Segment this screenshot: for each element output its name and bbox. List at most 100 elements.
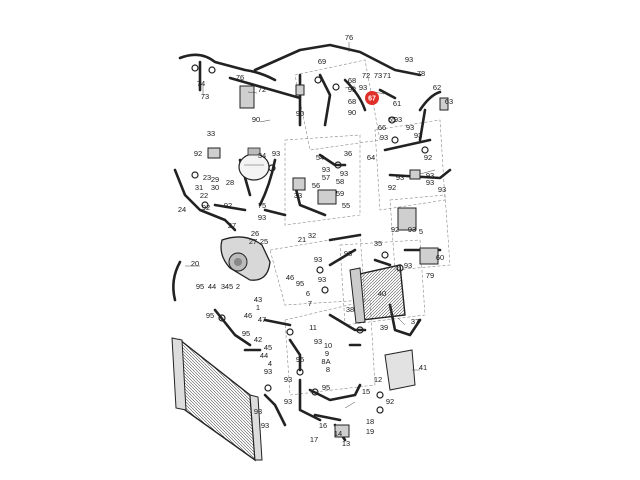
callout-label-c38: 38	[346, 305, 354, 314]
callout-label-c95a: 95	[196, 282, 204, 291]
callout-label-c32: 32	[308, 231, 316, 240]
callout-label-c58: 58	[336, 177, 344, 186]
callout-label-c30: 30	[211, 183, 219, 192]
callout-label-c17: 17	[310, 435, 318, 444]
callout-label-c93j: 93	[258, 213, 266, 222]
callout-label-c93c: 93	[359, 83, 367, 92]
callout-label-c9: 9	[325, 349, 329, 358]
callout-label-c73a: 73	[201, 92, 209, 101]
callout-label-c22: 22	[200, 191, 208, 200]
callout-label-c8: 8	[326, 365, 330, 374]
callout-label-c19: 19	[366, 427, 374, 436]
callout-label-c27b: 27	[249, 237, 257, 246]
callout-label-c93b: 93	[348, 85, 356, 94]
callout-label-c2: 2	[236, 282, 240, 291]
callout-label-c92c: 92	[224, 201, 232, 210]
callout-label-c93t: 93	[318, 275, 326, 284]
callout-label-c95e: 95	[296, 279, 304, 288]
callout-label-c90c: 90	[348, 108, 356, 117]
callout-label-c39: 39	[380, 323, 388, 332]
callout-label-c28: 28	[226, 178, 234, 187]
callout-label-c93w: 93	[396, 173, 404, 182]
callout-label-c16: 16	[319, 421, 327, 430]
callout-label-c71: 71	[383, 71, 391, 80]
callout-label-c93m: 93	[254, 407, 262, 416]
highlight-callout[interactable]: 67	[365, 91, 379, 105]
callout-label-c93p: 93	[408, 225, 416, 234]
callout-label-c56: 56	[312, 181, 320, 190]
callout-label-c33: 33	[207, 129, 215, 138]
callout-label-c55: 55	[342, 201, 350, 210]
callout-label-c8a: 8A	[321, 357, 330, 366]
callout-label-c11: 11	[309, 323, 317, 332]
callout-label-c6: 6	[306, 289, 310, 298]
callout-label-c29: 29	[211, 175, 219, 184]
callout-label-c54: 54	[316, 153, 324, 162]
callout-label-c93f: 93	[414, 131, 422, 140]
callout-label-c92d: 92	[391, 225, 399, 234]
callout-label-c95b: 95	[206, 311, 214, 320]
callout-label-c72: 72	[258, 85, 266, 94]
callout-label-c13: 13	[342, 439, 350, 448]
callout-label-c33b: 33	[294, 191, 302, 200]
callout-label-c37: 37	[411, 317, 419, 326]
callout-label-c93q: 93	[404, 261, 412, 270]
callout-label-c93u: 93	[380, 133, 388, 142]
callout-label-c93r: 93	[344, 249, 352, 258]
callout-label-c27: 27	[228, 221, 236, 230]
callout-label-c76: 76	[345, 33, 353, 42]
callout-label-c93e: 93	[406, 123, 414, 132]
callout-label-c93v: 93	[426, 171, 434, 180]
callout-label-c69: 69	[318, 57, 326, 66]
callout-label-c62: 62	[433, 83, 441, 92]
callout-label-c45b: 45	[264, 343, 272, 352]
callout-label-c93a: 93	[405, 55, 413, 64]
callout-label-c10: 10	[324, 341, 332, 350]
small-components	[207, 84, 449, 438]
callout-label-c7: 7	[308, 299, 312, 308]
callout-label-c14: 14	[334, 429, 342, 438]
callout-label-c43: 43	[254, 295, 262, 304]
callout-label-c92a: 92	[194, 149, 202, 158]
callout-label-c93y: 93	[438, 185, 446, 194]
callout-label-c64: 64	[367, 153, 375, 162]
callout-label-c12: 12	[374, 375, 382, 384]
callout-label-c57: 57	[322, 173, 330, 182]
callout-label-c93x: 93	[426, 178, 434, 187]
callout-label-c25: 25	[260, 237, 268, 246]
callout-label-c18: 18	[366, 417, 374, 426]
callout-label-c92g: 92	[386, 397, 394, 406]
turbocharger	[220, 236, 271, 281]
callout-label-c60: 60	[436, 253, 444, 262]
clamps	[191, 64, 429, 414]
callout-label-c95d: 95	[296, 355, 304, 364]
callout-label-c90a: 90	[252, 115, 260, 124]
callout-label-c78: 78	[417, 69, 425, 78]
callout-label-c93l: 93	[284, 375, 292, 384]
callout-label-c92b: 92	[202, 203, 210, 212]
callout-label-c61: 61	[393, 99, 401, 108]
callout-label-c4: 4	[268, 359, 272, 368]
callout-label-c93s: 93	[314, 255, 322, 264]
callout-label-c35: 35	[374, 239, 382, 248]
callout-label-c93d: 93	[394, 115, 402, 124]
callout-label-c65: 65	[388, 115, 396, 124]
group-outlines	[269, 59, 451, 396]
callout-label-c5: 5	[419, 227, 423, 236]
callout-label-c93k: 93	[264, 367, 272, 376]
callout-label-c34: 34	[258, 151, 266, 160]
callout-label-c66: 66	[378, 123, 386, 132]
callout-label-c47: 47	[258, 315, 266, 324]
callout-label-c36: 36	[344, 149, 352, 158]
callout-label-c42: 42	[254, 335, 262, 344]
callout-label-c92f: 92	[424, 153, 432, 162]
callout-label-c31: 31	[195, 183, 203, 192]
callout-label-c45: 45	[225, 282, 233, 291]
callout-label-c44b: 44	[260, 351, 268, 360]
callout-label-c75: 75	[258, 201, 266, 210]
callout-label-c21: 21	[298, 235, 306, 244]
callout-label-c24: 24	[178, 205, 186, 214]
callout-label-c76b: 76	[236, 73, 244, 82]
callout-label-c63: 63	[445, 97, 453, 106]
